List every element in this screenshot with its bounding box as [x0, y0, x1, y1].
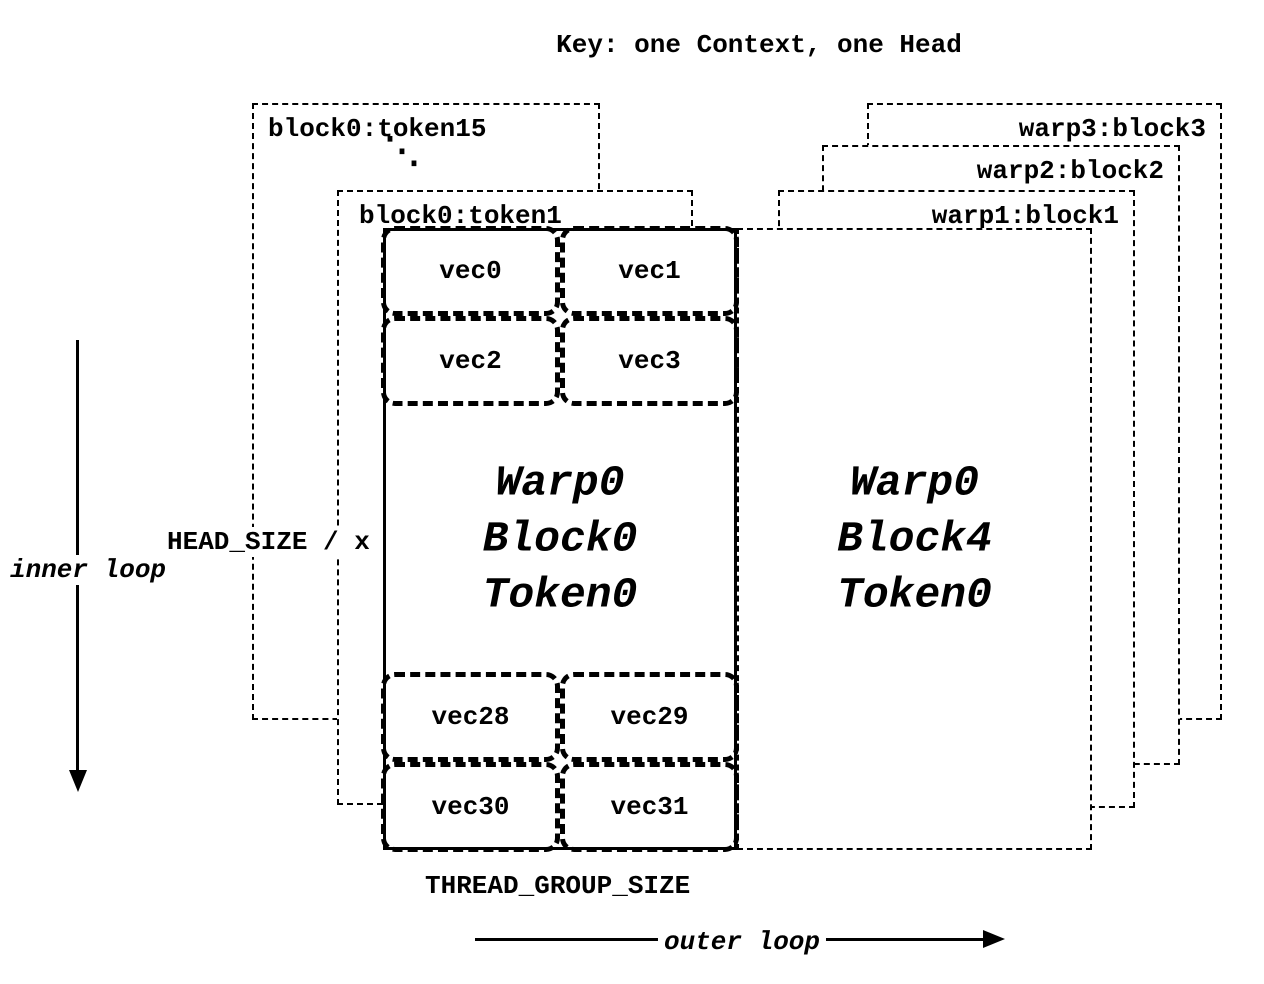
- warp2-block2-label: warp2:block2: [976, 156, 1164, 186]
- vec2-cell: vec2: [381, 316, 560, 406]
- vec0-cell: vec0: [381, 226, 560, 316]
- block-line: Block4: [837, 514, 992, 564]
- top-vec-group: vec0 vec1 vec2 vec3: [381, 226, 739, 406]
- vec1-cell: vec1: [560, 226, 739, 316]
- outer-loop-arrowhead-icon: [983, 930, 1005, 948]
- block0-token15-label: block0:token15: [268, 114, 487, 144]
- inner-loop-arrowhead-icon: [69, 770, 87, 792]
- warp-line: Warp0: [495, 458, 625, 508]
- outer-loop-label: outer loop: [657, 927, 827, 957]
- vec31-cell: vec31: [560, 762, 739, 852]
- diagonal-ellipsis-icon: ⋱: [384, 132, 420, 173]
- token-line: Token0: [482, 570, 638, 620]
- vec28-cell: vec28: [381, 672, 560, 762]
- warp0-block0-token0-box: vec0 vec1 vec2 vec3 Warp0 Block0 Token0 …: [381, 226, 739, 852]
- warp3-block3-label: warp3:block3: [1018, 114, 1206, 144]
- vec29-cell: vec29: [560, 672, 739, 762]
- warp0-block4-token0-label: Warp0 Block4 Token0: [739, 462, 1090, 617]
- warp1-block1-label: warp1:block1: [931, 201, 1119, 231]
- block-line: Block0: [482, 514, 638, 564]
- head-size-label: HEAD_SIZE / x: [163, 527, 374, 557]
- inner-loop-label: inner loop: [8, 555, 169, 585]
- vec3-cell: vec3: [560, 316, 739, 406]
- token-line: Token0: [837, 570, 992, 620]
- warp0-block0-token0-label: Warp0 Block0 Token0: [386, 462, 734, 617]
- bottom-vec-group: vec28 vec29 vec30 vec31: [381, 672, 739, 852]
- thread-group-size-label: THREAD_GROUP_SIZE: [425, 871, 691, 901]
- diagram-title: Key: one Context, one Head: [556, 30, 962, 60]
- warp-line: Warp0: [849, 458, 980, 508]
- vec30-cell: vec30: [381, 762, 560, 852]
- warp0-block4-token0-box: Warp0 Block4 Token0: [737, 228, 1092, 850]
